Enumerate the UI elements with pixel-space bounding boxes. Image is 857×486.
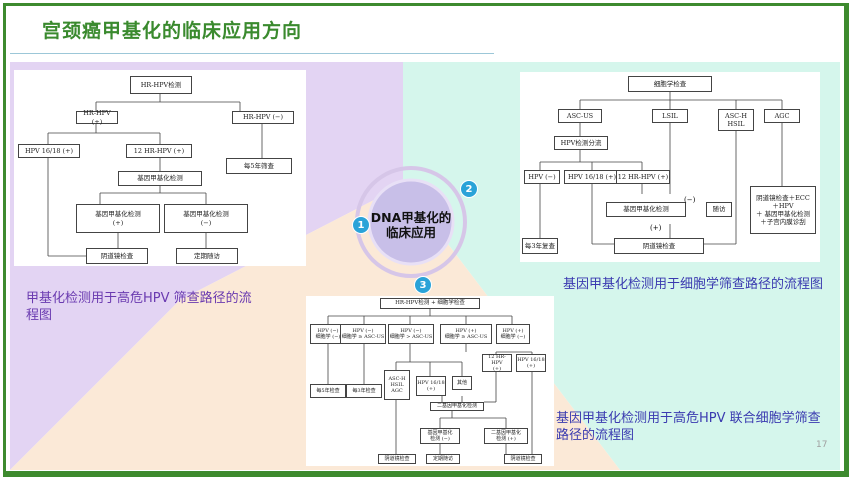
badge-1: 1 bbox=[352, 216, 370, 234]
flow1-root-node: HR-HPV检测 bbox=[130, 76, 192, 94]
flow3-asch-hsil-agc: ASC-H HSIL AGC bbox=[384, 370, 410, 400]
flow1-methylation-negative: 基因甲基化检测 (−) bbox=[164, 204, 248, 233]
flow2-connectors bbox=[539, 92, 783, 245]
flow1-methylation-positive: 基因甲基化检测 (+) bbox=[76, 204, 160, 233]
flow3-every-5-years: 每5年检查 bbox=[310, 384, 346, 398]
flow2-hpv-triage: HPV检测分流 bbox=[554, 136, 608, 150]
flow2-positive-label: (+) bbox=[650, 224, 662, 232]
hub-label-line2: 临床应用 bbox=[385, 225, 436, 240]
flow3-hpvneg-cytoneg: HPV (−) 细胞学 (−) bbox=[310, 324, 346, 344]
flow1-hpv1618-positive: HPV 16/18 (+) bbox=[18, 144, 80, 158]
flow3-hpv1618-positive-b: HPV 16/18 (+) bbox=[516, 354, 546, 372]
caption-panel2: 基因甲基化检测用于细胞学筛查路径的流程图 bbox=[563, 277, 824, 292]
flow3-every-3-years: 每3年检查 bbox=[346, 384, 382, 398]
flow3-regular-followup: 定期随访 bbox=[426, 454, 460, 464]
flowchart-hpv-screening: HR-HPV检测 HR-HPV (+) HR-HPV (−) HPV 16/18… bbox=[14, 70, 306, 266]
title-divider bbox=[10, 53, 494, 54]
badge-3: 3 bbox=[414, 276, 432, 294]
flow1-connectors bbox=[47, 94, 263, 257]
flow1-every-5-years: 每5年筛查 bbox=[226, 158, 292, 174]
flow2-root-node: 细胞学检查 bbox=[628, 76, 712, 92]
flow2-methylation-test: 基因甲基化检测 bbox=[606, 202, 686, 217]
flow2-hpv-negative: HPV (−) bbox=[524, 170, 560, 184]
flow2-hpv1618-positive: HPV 16/18 (+) bbox=[564, 170, 620, 184]
slide-frame bbox=[3, 3, 849, 477]
flow2-lsil: LSIL bbox=[652, 109, 688, 123]
flow1-regular-followup: 定期随访 bbox=[176, 248, 238, 264]
flow3-hr12-positive: 12 HR-HPV (+) bbox=[482, 354, 512, 372]
flow3-colposcopy: 阴道镜检查 bbox=[378, 454, 416, 464]
flowchart-cotesting-screening: HR-HPV检测 + 细胞学检查 HPV (−) 细胞学 (−) HPV (−)… bbox=[306, 296, 554, 466]
flow1-hr12-positive: 12 HR-HPV (+) bbox=[126, 144, 192, 158]
page-number: 17 bbox=[816, 440, 828, 450]
hub-label: DNA甲基化的 临床应用 bbox=[366, 210, 456, 240]
caption-panel3: 基因甲基化检测用于高危HPV 联合细胞学筛查路径的流程图 bbox=[556, 411, 821, 443]
flow3-methylation-positive: 二基因甲基化 检测 (+) bbox=[484, 428, 528, 444]
flowchart-cytology-screening: 细胞学检查 ASC-US LSIL ASC-H HSIL AGC HPV检测分流… bbox=[520, 72, 820, 262]
flow1-colposcopy: 阴道镜检查 bbox=[86, 248, 148, 264]
flow2-asch-hsil: ASC-H HSIL bbox=[718, 109, 754, 131]
page-title: 宫颈癌甲基化的临床应用方向 bbox=[42, 20, 303, 42]
flow3-hpvpos-cyto-ascus: HPV (+) 细胞学 ≥ ASC-US bbox=[440, 324, 492, 344]
caption-panel1: 甲基化检测用于高危HPV 筛查路径的流程图 bbox=[26, 291, 252, 323]
flow1-hpv-positive: HR-HPV (+) bbox=[76, 109, 118, 126]
flow3-connectors bbox=[327, 308, 533, 454]
flow3-methylation-test: 二基因甲基化检测 bbox=[430, 402, 484, 411]
flow3-hpvneg-cyto-ascus: HPV (−) 细胞学 ≥ ASC-US bbox=[340, 324, 386, 344]
hub-label-line1: DNA甲基化的 bbox=[370, 210, 452, 225]
badge-2: 2 bbox=[460, 180, 478, 198]
flow2-hr12-positive: 12 HR-HPV (+) bbox=[616, 170, 670, 184]
flow1-methylation-test: 基因甲基化检测 bbox=[118, 171, 202, 186]
flow3-colposcopy-b: 阴道镜检查 bbox=[504, 454, 542, 464]
flow2-every-3-years: 每3年复查 bbox=[522, 238, 558, 254]
flow2-agc-workup: 阴道镜检查＋ECC ＋HPV ＋ 基因甲基化检测 ＋子宫内膜诊刮 bbox=[750, 186, 816, 234]
flow2-negative-label: (−) bbox=[684, 196, 696, 204]
flow3-hpv1618-positive: HPV 16/18 (+) bbox=[416, 376, 446, 396]
flow2-ascus: ASC-US bbox=[558, 109, 602, 123]
flow3-hpvpos-cytoneg: HPV (+) 细胞学 (−) bbox=[496, 324, 530, 344]
flow2-followup: 随访 bbox=[706, 202, 732, 217]
flow3-root-node: HR-HPV检测 + 细胞学检查 bbox=[380, 298, 480, 309]
flow3-methylation-negative: 基因甲基化 检测 (−) bbox=[420, 428, 460, 444]
flow1-hpv-negative: HR-HPV (−) bbox=[232, 111, 294, 124]
flow2-agc: AGC bbox=[764, 109, 800, 123]
flow2-colposcopy: 阴道镜检查 bbox=[614, 238, 704, 254]
flow3-other: 其他 bbox=[452, 376, 472, 390]
flow3-hpvneg-cyto-above-ascus: HPV (−) 细胞学 > ASC-US bbox=[388, 324, 434, 344]
